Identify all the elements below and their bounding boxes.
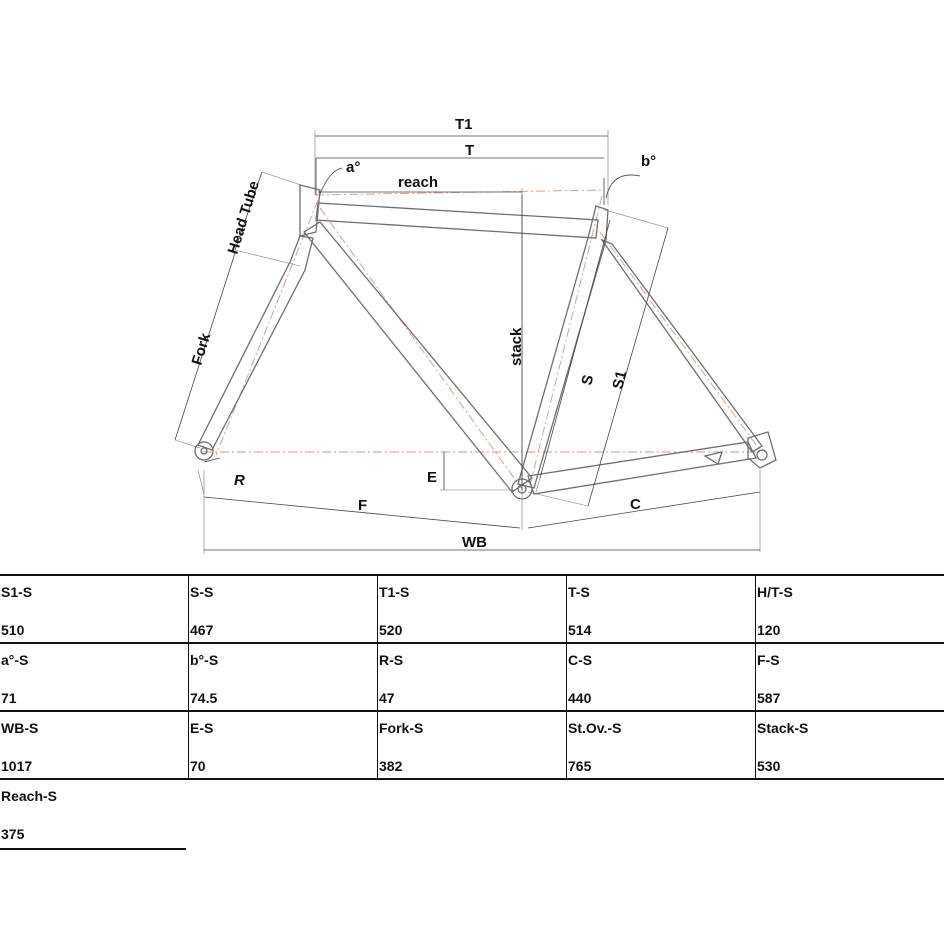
spec-label: H/T-S — [757, 584, 793, 600]
spec-label: E-S — [190, 720, 214, 736]
spec-cell: a°-S 71 — [0, 644, 189, 710]
spec-cell: R-S 47 — [378, 644, 567, 710]
label-e: E — [427, 469, 437, 486]
spec-label: Stack-S — [757, 720, 809, 736]
spec-label: Reach-S — [1, 788, 58, 804]
spec-label: a°-S — [1, 652, 29, 668]
frame-outline — [194, 184, 777, 500]
spec-row: Reach-S 375 — [0, 780, 944, 850]
spec-row: WB-S 1017 E-S 70 Fork-S 382 St.Ov.-S 765 Sta… — [0, 710, 944, 780]
down-tube — [303, 221, 533, 493]
spec-value: 587 — [757, 690, 781, 706]
label-t: T — [465, 142, 474, 159]
spec-cell: S-S 467 — [189, 576, 378, 642]
label-wb: WB — [462, 534, 487, 551]
label-stack: stack — [508, 327, 525, 366]
chain-stay — [527, 441, 757, 495]
label-r: R — [234, 472, 245, 489]
spec-row: a°-S 71 b°-S 74.5 R-S 47 C-S 440 F-S 587 — [0, 642, 944, 710]
label-a-angle: a° — [346, 159, 360, 176]
spec-cell: Fork-S 382 — [378, 712, 567, 778]
spec-value: 1017 — [1, 758, 33, 774]
spec-value: 74.5 — [190, 690, 218, 706]
dimension-lines — [174, 130, 761, 554]
spec-cell: S1-S 510 — [0, 576, 189, 642]
spec-cell: T1-S 520 — [378, 576, 567, 642]
spec-label: WB-S — [1, 720, 39, 736]
head-tube — [299, 184, 321, 237]
spec-label: R-S — [379, 652, 404, 668]
spec-label: T-S — [568, 584, 590, 600]
label-f: F — [358, 497, 367, 514]
spec-label: St.Ov.-S — [568, 720, 622, 736]
spec-value: 120 — [757, 622, 781, 638]
spec-cell: F-S 587 — [756, 644, 944, 710]
spec-label: b°-S — [190, 652, 219, 668]
frame-geometry-diagram: T1 T reach a° b° Head Tube Fork stack S … — [174, 116, 777, 554]
rear-axle — [756, 449, 768, 461]
spec-value: 47 — [379, 690, 395, 706]
spec-label: C-S — [568, 652, 593, 668]
spec-value: 382 — [379, 758, 403, 774]
spec-cell: b°-S 74.5 — [189, 644, 378, 710]
spec-value: 71 — [1, 690, 17, 706]
spec-cell: St.Ov.-S 765 — [567, 712, 756, 778]
spec-value: 510 — [1, 622, 25, 638]
spec-value: 514 — [568, 622, 592, 638]
label-fork: Fork — [189, 330, 215, 367]
spec-cell: T-S 514 — [567, 576, 756, 642]
label-reach: reach — [398, 174, 438, 191]
spec-cell: Reach-S 375 — [0, 780, 186, 850]
spec-value: 530 — [757, 758, 781, 774]
label-b-angle: b° — [641, 153, 656, 170]
spec-value: 440 — [568, 690, 592, 706]
spec-label: F-S — [757, 652, 780, 668]
fork — [197, 235, 314, 451]
rear-dropout — [747, 431, 777, 469]
spec-label: Fork-S — [379, 720, 424, 736]
label-t1: T1 — [455, 116, 473, 133]
geometry-spec-table: S1-S 510 S-S 467 T1-S 520 T-S 514 H/T-S 120 a… — [0, 574, 944, 850]
seat-tube — [517, 205, 609, 489]
spec-cell: E-S 70 — [189, 712, 378, 778]
spec-label: T1-S — [379, 584, 410, 600]
label-head-tube: Head Tube — [225, 179, 263, 256]
spec-value: 467 — [190, 622, 214, 638]
label-c: C — [630, 496, 641, 513]
label-s1: S1 — [609, 369, 630, 391]
spec-cell: Stack-S 530 — [756, 712, 944, 778]
spec-row: S1-S 510 S-S 467 T1-S 520 T-S 514 H/T-S 120 — [0, 574, 944, 642]
spec-value: 70 — [190, 758, 206, 774]
spec-value: 765 — [568, 758, 592, 774]
top-tube — [315, 202, 599, 239]
centerlines — [203, 189, 761, 490]
spec-value: 375 — [1, 826, 25, 842]
spec-cell: H/T-S 120 — [756, 576, 944, 642]
spec-label: S-S — [190, 584, 214, 600]
label-s: S — [578, 373, 597, 387]
spec-cell: WB-S 1017 — [0, 712, 189, 778]
spec-label: S1-S — [1, 584, 33, 600]
seat-stay — [600, 238, 763, 453]
front-dropout — [194, 441, 214, 461]
spec-value: 520 — [379, 622, 403, 638]
spec-cell: C-S 440 — [567, 644, 756, 710]
